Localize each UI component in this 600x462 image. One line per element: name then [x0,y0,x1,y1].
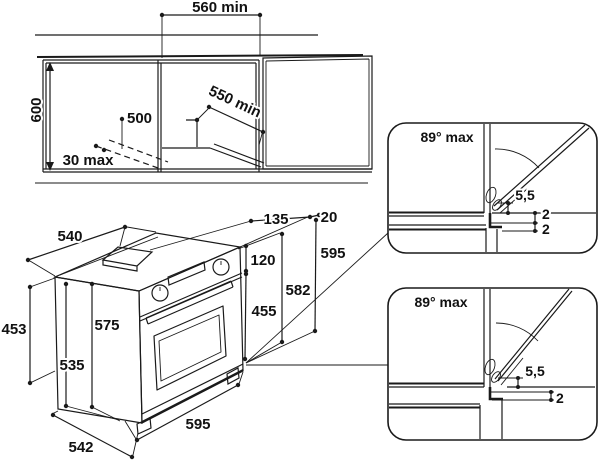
dim-top-offset: 20 [321,209,338,226]
dim-rear-protrusion: 30 max [63,152,115,169]
dim-niche-depth: 550 min [206,82,264,121]
oven-foot-right [226,367,240,385]
worktop-line [36,54,364,58]
dim-body-height: 535 [59,357,84,374]
dim-door-height: 455 [251,303,276,320]
door-bottom-edge [141,369,244,423]
door-angle-label: 89° max [414,294,467,310]
hinge [485,186,497,204]
cabinet-section-view: 560 min 600 500 30 max 550 min [26,0,373,184]
oven-vent-box [101,246,154,272]
door-angle-label: 89° max [420,129,473,145]
hinge [484,358,496,376]
open-door [493,124,590,211]
dim-niche-width: 560 min [192,0,248,16]
dim-front-height: 575 [94,317,119,334]
door-window-outer [153,305,227,391]
right-cabinet [262,55,373,170]
detail-panel-border [387,287,598,441]
protrusion-dashed-line [108,139,169,163]
protrusion-dashed-line [95,145,159,169]
oven-display [167,261,206,286]
door-window-inner [158,314,222,382]
open-door [494,288,573,382]
dim-cabinet-height: 600 [28,97,45,122]
detail-panel-border [387,122,598,254]
hinge [492,199,502,211]
dim-top-depth: 135 [263,211,288,228]
arrow-up-icon [46,62,54,71]
oven-knob-right [212,258,230,276]
oven-isometric-view: 540 453 535 575 542 595 [0,207,389,460]
dim-bottom-width: 542 [68,439,93,456]
dim-rear-clearance: 500 [127,110,152,127]
gap-label-1: 2 [556,390,564,406]
leader-to-top-detail [245,232,389,364]
arrow-down-icon [46,162,54,171]
door-corner-profile [488,387,503,401]
gap-label-1: 2 [542,206,550,222]
dim-rear-height: 453 [1,321,26,338]
angle-arc [494,148,540,169]
dim-overall-height: 595 [320,245,345,262]
gap-label-2: 2 [542,221,550,237]
dim-top-width: 540 [57,228,82,245]
oven-foot-left [136,417,152,435]
angle-arc [495,322,539,342]
detail-view-bottom: 89° max 5,5 2 [387,287,598,441]
dim-control-panel-height: 120 [250,252,275,269]
dim-door-top-height: 582 [285,282,310,299]
door-corner-profile [488,213,502,229]
oven-handle [145,280,234,325]
dim-front-width: 595 [185,416,210,433]
door-gap-label: 5,5 [515,187,535,203]
hinge [491,371,501,383]
oven-knob-left [151,284,169,302]
niche-depth-hook [186,119,198,147]
door-gap-label: 5,5 [525,363,545,379]
detail-view-top: 89° max 5,5 2 2 [387,122,598,254]
oven-side-face [54,276,143,424]
